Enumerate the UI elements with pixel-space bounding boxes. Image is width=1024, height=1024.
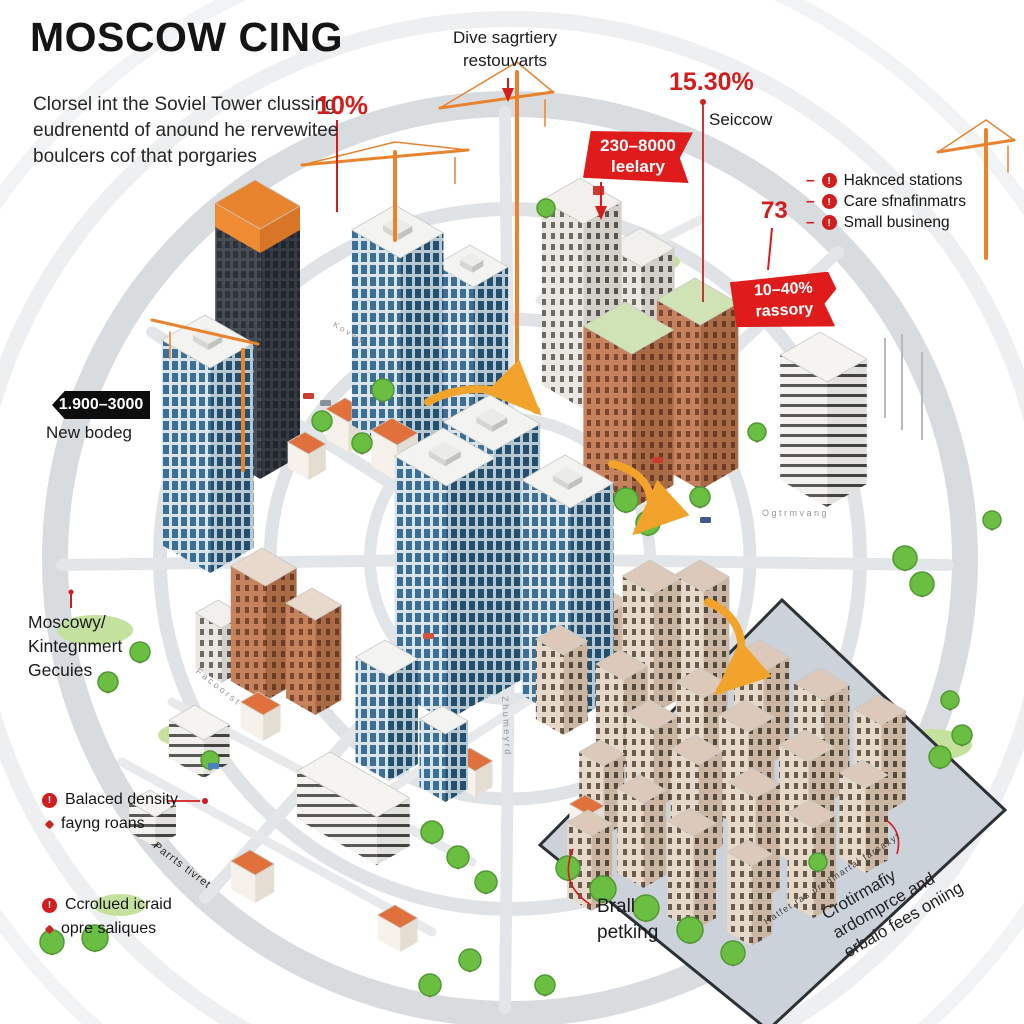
bullet-icon (44, 924, 55, 934)
district-line: Moscowy/ (28, 612, 106, 632)
salary-flag-label: leelary (611, 157, 665, 176)
callout-parking: Brall petking (597, 894, 658, 946)
legend-item-business: – ! Small busineng (806, 212, 966, 233)
stat-construction-pct: 10% (316, 90, 369, 120)
district-line: Kintegnmert (28, 636, 123, 656)
subtitle: Clorsel int the Soviel Tower clussing eu… (33, 92, 338, 170)
stat-count: 73 (761, 197, 788, 224)
trees (39, 198, 1002, 998)
roof-accent (593, 186, 604, 195)
alert-icon: ! (821, 173, 837, 188)
building (616, 774, 667, 888)
legend-dash: – (806, 213, 815, 231)
alert-icon: ! (821, 215, 837, 230)
district-line: Gecuies (28, 660, 93, 680)
building (726, 839, 773, 946)
newbuild-label: New bodeg (46, 423, 133, 442)
building (666, 807, 717, 931)
legend-dash: – (806, 171, 815, 189)
salary-flag: 230–8000 leelary (583, 131, 693, 183)
building (160, 314, 255, 573)
page-title: MOSCOW CING (30, 14, 343, 60)
newbuild-flag: 1.900–3000 (52, 391, 150, 419)
alert-icon: ! (42, 897, 57, 913)
legend-dash: – (806, 192, 815, 210)
building (535, 624, 589, 735)
legend-label: Small busineng (843, 213, 950, 231)
building (296, 751, 411, 865)
salary-flag-range: 230–8000 (600, 136, 676, 155)
building (376, 904, 419, 952)
callout-diversity-line2: restouvarts (462, 51, 548, 70)
building (286, 431, 327, 480)
legend-sublabel: opre saliques (61, 920, 157, 937)
history-flag-label: rassory (755, 300, 814, 321)
stat-growth-pct: 15.30% (669, 68, 754, 96)
building (285, 587, 343, 715)
alert-icon: ! (821, 194, 837, 209)
flow-arrows (424, 359, 772, 696)
cars (208, 393, 711, 769)
buildings-layer (128, 177, 907, 952)
legend-item-care: – ! Care sfnafinmatrs (806, 191, 966, 212)
subtitle-line: eudrenentd of anound he rervewitee (33, 120, 339, 141)
callout-diversity: Dive sagrtiery restouvarts (415, 26, 595, 72)
building (350, 204, 445, 453)
subtitle-line: boulcers cof that porgaries (33, 146, 257, 167)
construction-cranes (150, 61, 1016, 472)
parking-line2: petking (597, 922, 659, 943)
legend-label: Haknced stations (843, 171, 963, 189)
building (838, 759, 889, 873)
legend-right: – ! Haknced stations – ! Care sfnafinmat… (806, 170, 966, 233)
callout-lines (68, 78, 900, 906)
legend-label: Care sfnafinmatrs (843, 192, 966, 210)
bullet-icon (44, 819, 55, 829)
callout-diversity-line1: Dive sagrtiery (453, 28, 557, 47)
building (779, 331, 868, 507)
building (418, 705, 469, 802)
building (354, 639, 419, 781)
legend-label: Ccrolued icraid (65, 896, 172, 913)
legend-item-stations: – ! Haknced stations (806, 170, 966, 191)
callout-seiccow: Seiccow (709, 110, 773, 129)
callout-district: Moscowy/ Kintegnmert Gecuies (28, 610, 122, 682)
building (168, 704, 231, 778)
road-label: Ogtrmvang (762, 508, 830, 518)
legend-density: ! Balaced density fayng roans (42, 791, 178, 833)
subtitle-line: Clorsel int the Soviel Tower clussing (33, 94, 336, 115)
building (230, 849, 275, 903)
building (128, 789, 177, 847)
alert-icon: ! (42, 792, 57, 808)
legend-label: Balaced density (65, 791, 178, 808)
building (434, 244, 509, 447)
legend-sublabel: fayng roans (61, 815, 145, 832)
parking-line1: Brall (597, 896, 636, 917)
spires (884, 334, 923, 440)
building (239, 691, 282, 741)
legend-icraid: ! Ccrolued icraid opre saliques (42, 896, 172, 938)
